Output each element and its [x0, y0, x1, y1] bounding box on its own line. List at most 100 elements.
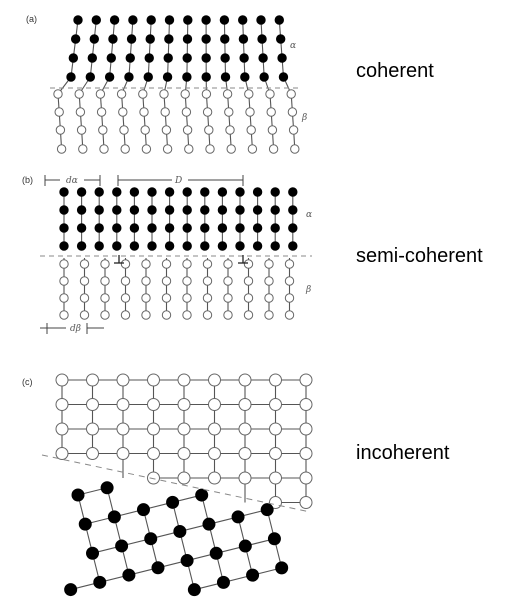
- beta-atom: [244, 89, 254, 99]
- beta-atom: [78, 144, 88, 154]
- beta-atom: [284, 310, 295, 320]
- alpha-atom: [100, 481, 114, 495]
- alpha-atom: [147, 223, 157, 233]
- beta-atom: [79, 293, 90, 303]
- beta-atom: [141, 259, 151, 269]
- panel-a-tag: (a): [26, 14, 37, 24]
- beta-atom: [223, 276, 233, 286]
- beta-atom: [243, 293, 254, 303]
- alpha-atom: [107, 510, 121, 524]
- beta-atom: [299, 496, 313, 509]
- beta-atom: [208, 422, 221, 436]
- beta-atom: [208, 373, 221, 387]
- beta-atom: [139, 107, 149, 117]
- panel-b-tag: (b): [22, 175, 33, 185]
- beta-atom: [100, 293, 110, 303]
- alpha-atom: [200, 187, 210, 197]
- beta-atom: [182, 310, 192, 320]
- beta-atom: [161, 293, 172, 303]
- beta-atom: [159, 89, 169, 99]
- beta-atom: [177, 373, 191, 387]
- beta-atom: [202, 310, 213, 320]
- alpha-atom: [128, 15, 138, 25]
- alpha-atom: [182, 53, 192, 63]
- alpha-atom: [94, 241, 104, 251]
- label-incoherent: incoherent: [356, 442, 450, 464]
- beta-atom: [59, 310, 69, 320]
- beta-atom: [79, 310, 90, 320]
- label-semi-coherent: semi-coherent: [356, 245, 483, 267]
- alpha-atom: [258, 53, 268, 63]
- beta-atom: [55, 373, 69, 387]
- alpha-atom: [143, 72, 153, 82]
- alpha-atom: [183, 15, 193, 25]
- beta-atom: [177, 447, 191, 460]
- beta-atom: [238, 398, 252, 411]
- alpha-atom: [238, 34, 249, 44]
- beta-atom: [204, 125, 214, 135]
- alpha-atom: [235, 205, 245, 215]
- beta-atom: [264, 293, 274, 303]
- alpha-atom: [270, 205, 280, 215]
- beta-atom: [243, 310, 254, 320]
- alpha-atom: [112, 187, 122, 197]
- beta-atom: [160, 107, 170, 117]
- beta-atom: [284, 259, 295, 269]
- beta-atom: [299, 398, 313, 411]
- alpha-atom: [78, 517, 92, 531]
- alpha-atom: [182, 241, 192, 251]
- alpha-atom: [182, 34, 193, 44]
- alpha-atom: [220, 34, 230, 44]
- alpha-atom: [71, 488, 85, 502]
- beta-atom: [100, 259, 110, 269]
- beta-atom: [79, 259, 90, 269]
- alpha-atom: [201, 15, 211, 25]
- alpha-atom: [66, 72, 76, 82]
- beta-atom: [264, 310, 274, 320]
- beta-atom: [141, 276, 151, 286]
- beta-atom: [116, 89, 127, 99]
- spacing-marker-upper: [44, 175, 101, 186]
- beta-atom: [202, 107, 213, 117]
- beta-atom: [269, 398, 282, 411]
- beta-atom: [245, 107, 255, 117]
- alpha-atom: [270, 223, 280, 233]
- alpha-atom: [94, 223, 104, 233]
- dislocation-symbol-2: [238, 255, 248, 264]
- alpha-atom: [274, 15, 284, 25]
- alpha-atom: [59, 187, 69, 197]
- alpha-atom: [200, 205, 210, 215]
- alpha-atom: [164, 15, 175, 25]
- alpha-atom: [76, 205, 87, 215]
- beta-atom: [226, 144, 236, 154]
- beta-atom: [269, 471, 282, 485]
- alpha-atom: [145, 34, 155, 44]
- alpha-atom: [267, 532, 281, 546]
- beta-atom: [287, 107, 298, 117]
- alpha-atom: [144, 532, 158, 546]
- beta-atom: [268, 144, 279, 154]
- alpha-atom: [94, 187, 104, 197]
- alpha-atom: [166, 495, 180, 509]
- beta-atom: [141, 310, 151, 320]
- alpha-atom: [200, 241, 210, 251]
- alpha-atom: [288, 241, 298, 251]
- alpha-atom: [173, 524, 187, 538]
- beta-atom: [147, 373, 160, 387]
- alpha-atom: [147, 187, 157, 197]
- alpha-atom: [180, 554, 194, 568]
- beta-atom: [120, 310, 131, 320]
- alpha-atom: [217, 223, 228, 233]
- beta-atom: [269, 496, 282, 509]
- beta-atom: [177, 422, 191, 436]
- alpha-atom: [182, 72, 192, 82]
- beta-atom: [86, 398, 99, 411]
- beta-atom: [243, 259, 254, 269]
- alpha-atom: [288, 187, 298, 197]
- beta-atom: [100, 310, 110, 320]
- beta-atom: [202, 259, 213, 269]
- alpha-atom: [220, 72, 231, 82]
- beta-atom: [284, 276, 295, 286]
- beta-atom: [223, 310, 233, 320]
